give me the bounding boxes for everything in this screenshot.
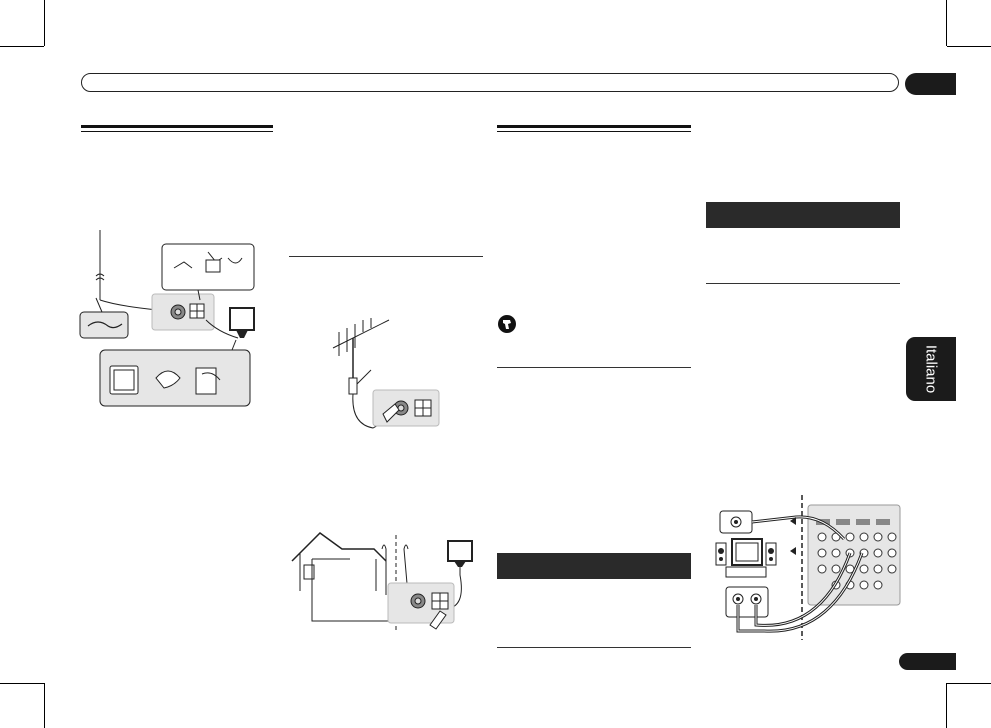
section-rule-col1 — [81, 125, 273, 132]
language-tab-label: Italiano — [922, 344, 940, 394]
crop-mark-bl-v — [44, 683, 45, 728]
chapter-header-bar — [81, 73, 899, 92]
section-rule-col3 — [497, 125, 691, 132]
am-loop-antenna-diagram — [79, 230, 255, 407]
important-note-icon — [498, 315, 516, 333]
note-footer-rule-col3 — [497, 647, 691, 648]
page-number-tab — [899, 653, 956, 670]
outdoor-fm-antenna-diagram — [332, 318, 440, 429]
subsection-rule-col2 — [289, 256, 483, 257]
note-footer-rule-col4 — [706, 283, 900, 284]
note-header-bar-col4 — [706, 202, 900, 228]
house-am-antenna-diagram — [291, 532, 473, 630]
chapter-number-tab — [905, 73, 956, 95]
language-tab: Italiano — [906, 337, 956, 401]
crop-mark-tr-h — [947, 46, 991, 47]
crop-mark-tl-h — [0, 46, 44, 47]
crop-mark-tr-v — [946, 0, 947, 46]
crop-mark-bl-h — [0, 683, 44, 684]
crop-mark-tl-v — [44, 0, 45, 46]
crop-mark-br-v — [946, 683, 947, 728]
subsection-rule-col3-a — [497, 367, 691, 368]
note-header-bar-col3 — [497, 553, 691, 579]
tv-zone-connection-diagram — [715, 495, 901, 640]
crop-mark-br-h — [947, 683, 991, 684]
